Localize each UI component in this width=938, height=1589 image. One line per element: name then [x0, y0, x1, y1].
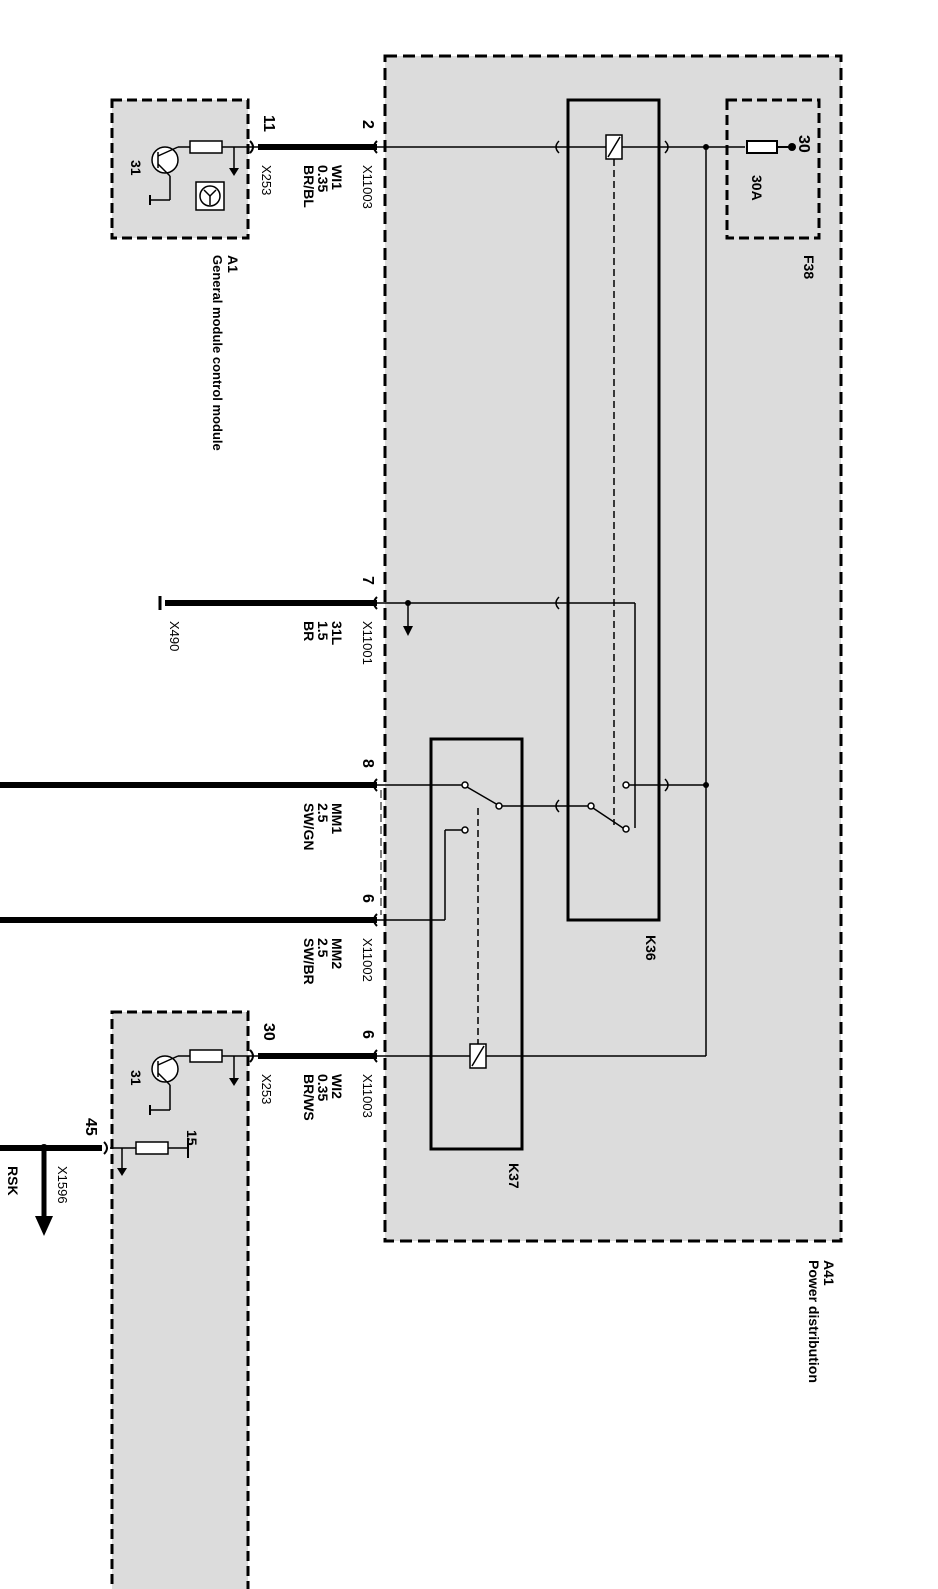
resistor-symbol — [189, 1049, 223, 1063]
pin-label: 11 — [260, 115, 277, 132]
pin-label: 30 — [260, 1023, 277, 1041]
wire-spec: WI2 0.35 BR/WS — [301, 1074, 345, 1121]
pin-label: 2 — [359, 120, 376, 129]
connector-label: X253 — [259, 165, 274, 195]
svg-text:BR/BL: BR/BL — [301, 165, 317, 208]
svg-text:A41: A41 — [821, 1260, 837, 1286]
k37-relay-box — [429, 737, 524, 1151]
connector-label: X490 — [167, 621, 182, 651]
output-label: RSK — [5, 1166, 21, 1196]
connector-label: X11001 — [360, 621, 375, 665]
output-arrow-icon — [35, 1216, 53, 1236]
supply-terminal-label: 15 — [184, 1130, 200, 1146]
svg-text:BR/WS: BR/WS — [301, 1074, 317, 1121]
pin-label: 45 — [82, 1118, 99, 1136]
svg-text:WI2: WI2 — [329, 1074, 345, 1099]
k37-label: K37 — [506, 1163, 522, 1189]
wire-spec: MM2 2.5 SW/BR — [301, 938, 345, 985]
fuse-terminal: 30 — [795, 135, 812, 153]
k36-label: K36 — [643, 935, 659, 961]
fuse-rating: 30A — [749, 175, 765, 201]
svg-text:MM2: MM2 — [329, 938, 345, 969]
pin-label: 6 — [359, 894, 376, 903]
svg-text:0.35: 0.35 — [315, 165, 331, 192]
connector-label: X253 — [259, 1074, 274, 1104]
wire-spec: MM1 2.5 SW/GN — [301, 803, 345, 850]
wire-spec: WI1 0.35 BR/BL — [301, 165, 345, 208]
svg-text:WI1: WI1 — [329, 165, 345, 190]
transistor-icon — [151, 146, 179, 174]
svg-text:Power distribution: Power distribution — [806, 1260, 822, 1383]
a1-label: A1 General module control module — [210, 255, 241, 451]
connector-label: X11003 — [360, 165, 375, 209]
connector-label: X11003 — [360, 1074, 375, 1118]
svg-text:BR: BR — [301, 621, 317, 641]
svg-text:2.5: 2.5 — [315, 803, 331, 823]
connector-label: X11002 — [360, 938, 375, 982]
transistor-icon — [151, 1055, 179, 1083]
f38-label: F38 — [801, 255, 817, 279]
resistor-symbol — [189, 140, 223, 154]
a1-module-box — [110, 98, 250, 240]
ground-terminal-label: 31 — [128, 1070, 144, 1086]
pin-label: 8 — [359, 759, 376, 768]
svg-text:A1: A1 — [225, 255, 241, 273]
svg-text:MM1: MM1 — [329, 803, 345, 834]
wire-spec: 31L 1.5 BR — [301, 621, 345, 646]
f38-fuse-box — [725, 98, 821, 240]
resistor-symbol — [135, 1141, 169, 1155]
svg-text:2.5: 2.5 — [315, 938, 331, 958]
a41-label: A41 Power distribution — [806, 1260, 837, 1383]
pin-label: 7 — [359, 576, 376, 585]
svg-text:31L: 31L — [329, 621, 345, 646]
terminal-dot — [788, 143, 796, 151]
fuse-symbol — [746, 140, 778, 154]
svg-text:SW/BR: SW/BR — [301, 938, 317, 985]
svg-text:General module control module: General module control module — [210, 255, 225, 451]
ground-terminal-label: 31 — [128, 160, 144, 176]
svg-text:1.5: 1.5 — [315, 621, 331, 641]
svg-text:0.35: 0.35 — [315, 1074, 331, 1101]
pin-label: 6 — [359, 1030, 376, 1039]
connector-label: X1596 — [55, 1166, 70, 1204]
a1-lower-module-box — [110, 1010, 250, 1589]
svg-text:SW/GN: SW/GN — [301, 803, 317, 850]
